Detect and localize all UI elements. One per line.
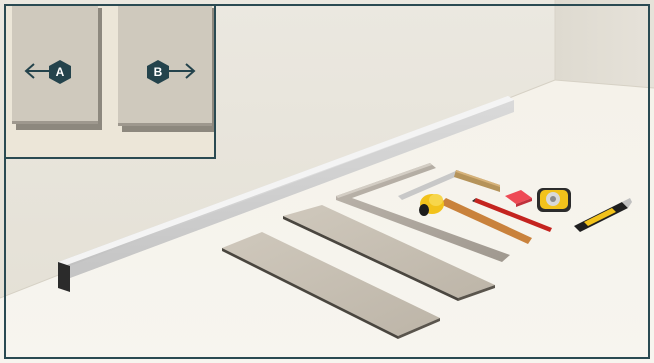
eraser [505,190,532,207]
panel-orientation-inset: A B [4,4,216,159]
steel-square [336,163,510,262]
aluminium-straightedge [58,96,514,292]
panel-graphics [12,4,214,132]
arrow-left-icon [24,63,49,79]
rubber-mallet [419,194,532,244]
panel-b-label: B [153,65,163,79]
panel-a-label: A [55,65,65,79]
utility-knife [574,198,632,232]
try-square [398,170,500,200]
tape-measure [537,188,571,212]
laminate-planks [222,205,495,339]
arrow-right-icon [169,63,196,79]
side-wall [555,0,654,88]
hexagon-a-icon [49,60,71,84]
carpenter-pencil [472,198,552,232]
hexagon-b-icon [147,60,169,84]
